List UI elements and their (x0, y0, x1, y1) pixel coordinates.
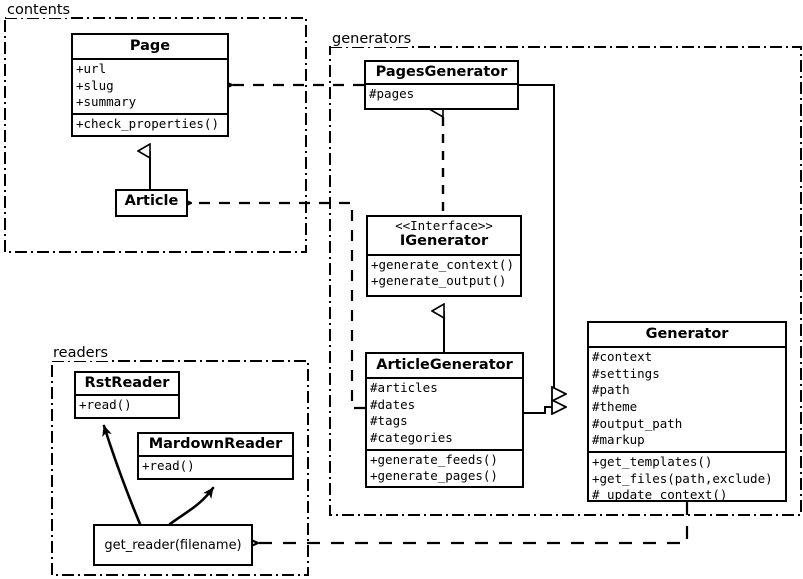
class-box-rstreader[interactable]: RstReader +read() (74, 371, 180, 419)
class-title-igenerator: <<Interface>> IGenerator (368, 217, 520, 254)
class-title-article: Article (124, 193, 179, 209)
class-box-articlegenerator[interactable]: ArticleGenerator #articles #dates #tags … (365, 352, 524, 488)
class-box-article[interactable]: Article (115, 189, 188, 217)
method-row: +get_files(path,exclude) (592, 470, 773, 486)
function-node-get-reader[interactable]: get_reader(filename) (93, 524, 253, 566)
method-row: +generate_pages() (370, 468, 498, 484)
attribute-row: +summary (76, 94, 137, 110)
method-row: +read() (142, 458, 195, 474)
relationship-articlegenerator-uses-article (191, 203, 365, 410)
class-stereotype-igenerator: <<Interface>> (395, 218, 493, 233)
attribute-row: #markup (592, 432, 645, 448)
method-row: +generate_context() (371, 256, 514, 272)
class-box-pagesgenerator[interactable]: PagesGenerator #pages (364, 60, 519, 110)
class-box-igenerator[interactable]: <<Interface>> IGenerator +generate_conte… (366, 215, 522, 297)
class-methods-articlegenerator: +generate_feeds() +generate_pages() (367, 448, 522, 487)
attribute-row: +slug (76, 77, 114, 93)
attribute-row: #pages (369, 86, 415, 102)
relationship-generator-aggregates-articlegenerator (524, 407, 566, 413)
attribute-row: #articles (370, 380, 438, 396)
class-methods-page: +check_properties() (73, 113, 227, 135)
class-methods-mardownreader: +read() (139, 455, 292, 477)
class-title-mardownreader: MardownReader (148, 436, 283, 452)
method-row: +generate_output() (371, 273, 507, 289)
package-label-readers: readers (52, 345, 110, 361)
class-methods-rstreader: +read() (76, 394, 178, 416)
class-methods-generator: +get_templates() +get_files(path,exclude… (589, 450, 785, 506)
class-title-pagesgenerator: PagesGenerator (375, 64, 508, 80)
class-attributes-articlegenerator: #articles #dates #tags #categories (367, 377, 522, 449)
class-title-generator: Generator (645, 326, 729, 342)
class-title-page: Page (129, 38, 171, 54)
attribute-row: #settings (592, 365, 660, 381)
class-attributes-pagesgenerator: #pages (366, 83, 517, 105)
method-row: +get_templates() (592, 453, 713, 469)
class-methods-igenerator: +generate_context() +generate_output() (368, 253, 520, 292)
class-box-generator[interactable]: Generator #context #settings #path #them… (587, 321, 787, 502)
class-attributes-page: +url +slug +summary (73, 58, 227, 113)
attribute-row: #path (592, 382, 630, 398)
class-name-igenerator: IGenerator (399, 233, 489, 250)
package-label-contents: contents (6, 2, 72, 18)
method-row: +read() (79, 397, 132, 413)
attribute-row: #theme (592, 399, 638, 415)
relationship-generator-aggregates-pagesgenerator (519, 84, 566, 394)
relationship-get-reader-creates-mardownreader (168, 486, 215, 526)
method-row: +check_properties() (76, 116, 219, 132)
class-title-articlegenerator: ArticleGenerator (376, 357, 513, 373)
class-box-page[interactable]: Page +url +slug +summary +check_properti… (71, 33, 229, 137)
method-row: +generate_feeds() (370, 451, 498, 467)
attribute-row: #tags (370, 413, 408, 429)
attribute-row: #categories (370, 430, 453, 446)
attribute-row: #dates (370, 396, 416, 412)
relationship-generator-uses-get-reader (258, 502, 689, 543)
class-attributes-generator: #context #settings #path #theme #output_… (589, 346, 785, 451)
method-row: #_update_context() (592, 487, 728, 503)
attribute-row: #output_path (592, 415, 683, 431)
package-label-generators: generators (331, 31, 413, 47)
attribute-row: #context (592, 349, 653, 365)
class-title-rstreader: RstReader (84, 375, 170, 391)
relationship-get-reader-creates-rstreader (102, 424, 142, 526)
attribute-row: +url (76, 61, 107, 77)
class-box-mardownreader[interactable]: MardownReader +read() (137, 432, 294, 480)
